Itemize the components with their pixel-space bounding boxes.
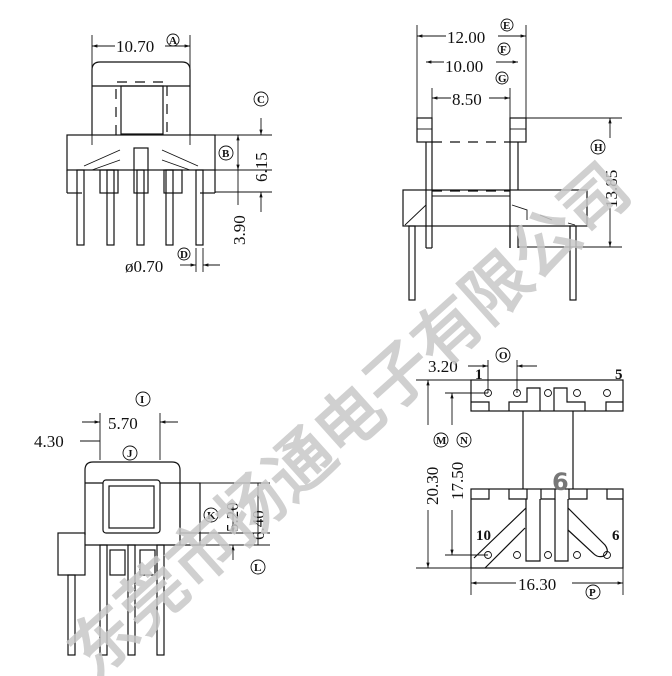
overlay-number: 6 [552, 468, 569, 496]
dim-pin-length: 3.90 [230, 215, 249, 245]
dim-i: 5.70 [108, 414, 138, 433]
dim-m: 20.30 [423, 467, 442, 505]
tag-k: K [207, 510, 216, 522]
bottom-view: O 3.20 1 5 10 6 6 [416, 347, 624, 600]
dim-e: 12.00 [447, 28, 485, 47]
dim-o: 3.20 [428, 357, 458, 376]
tag-d: D [180, 249, 188, 261]
dim-h: 13.85 [602, 170, 621, 208]
dim-j: 4.30 [34, 432, 64, 451]
tag-e: E [503, 20, 510, 32]
tag-a: A [169, 35, 177, 47]
tag-h: H [594, 142, 603, 154]
tag-l: L [254, 562, 261, 574]
dim-f: 10.00 [445, 57, 483, 76]
pin-label-10: 10 [476, 528, 491, 544]
tag-i: I [140, 394, 144, 406]
tag-n: N [460, 435, 468, 447]
tag-o: O [499, 350, 508, 362]
dim-a: 10.70 [116, 37, 154, 56]
front-view: 10.70 A B C 6.15 3. [66, 33, 272, 276]
dim-n: 17.50 [448, 462, 467, 500]
dim-g: 8.50 [452, 90, 482, 109]
tag-b: B [222, 148, 230, 160]
pin-label-1: 1 [475, 367, 483, 383]
dim-p: 16.30 [518, 575, 556, 594]
tag-j: J [127, 448, 133, 460]
pins [76, 169, 204, 246]
dim-k: 5.20 [223, 502, 242, 532]
pin-holes-top [484, 389, 611, 397]
tag-f: F [500, 44, 507, 56]
dim-l: 6.40 [249, 510, 268, 540]
end-view: I 5.70 4.30 J K 5.20 6.40 L [34, 391, 270, 656]
tag-c: C [257, 94, 265, 106]
tag-g: G [498, 73, 507, 85]
side-view: 12.00 E 10.00 F G 8.50 [402, 18, 622, 301]
company-watermark: 东莞市扬通电子有限公司 [54, 149, 645, 676]
dim-d: ø0.70 [125, 257, 163, 276]
tag-p: P [589, 587, 596, 599]
tag-m: M [436, 435, 447, 447]
dim-b: 6.15 [252, 152, 271, 182]
pin-label-6: 6 [612, 528, 620, 544]
pin-label-5: 5 [615, 367, 623, 383]
